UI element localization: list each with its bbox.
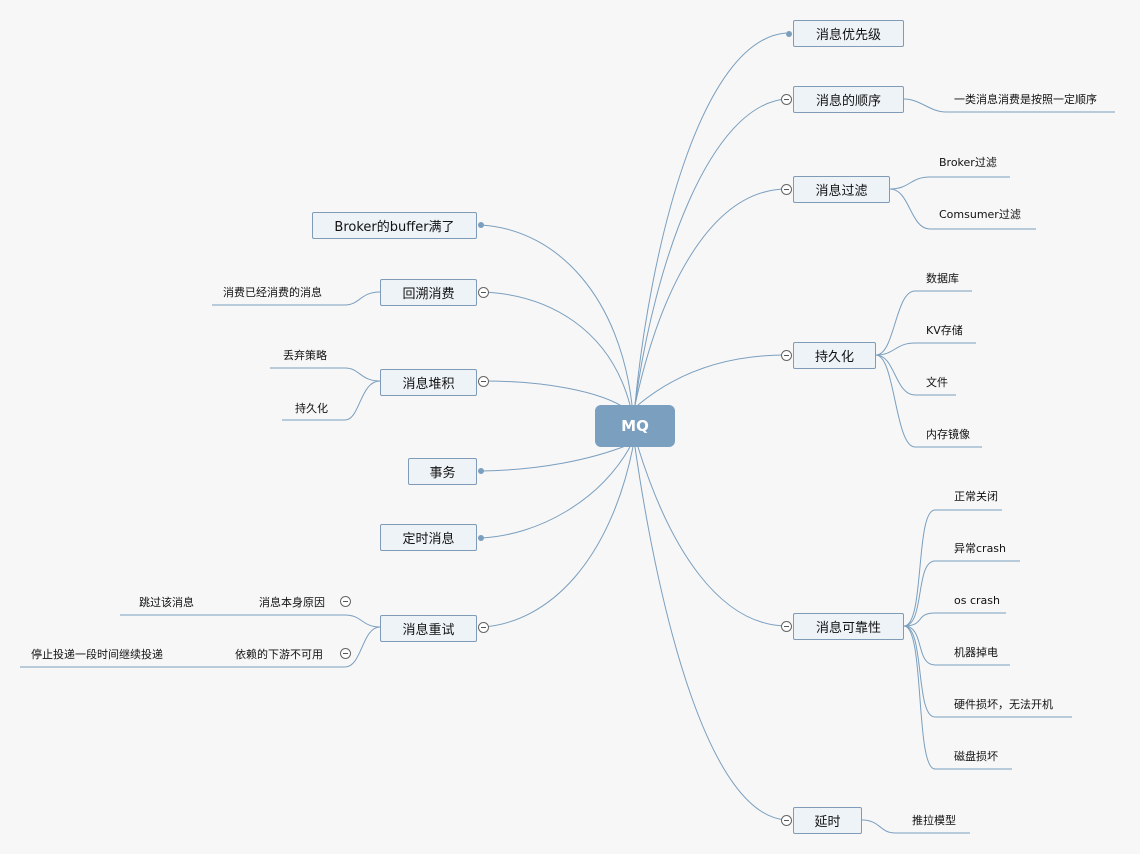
connector-line [903,612,1006,627]
connector-line [482,380,629,411]
sub-database[interactable]: 数据库 [926,272,959,285]
collapse-icon[interactable] [478,287,489,298]
topic-transaction[interactable]: 事务 [408,458,477,485]
expand-dot-icon[interactable] [478,468,484,474]
connector-line [634,32,787,406]
collapse-icon[interactable] [781,94,792,105]
collapse-icon[interactable] [781,621,792,632]
sub-abnormal-crash[interactable]: 异常crash [954,542,1007,555]
sub-downstream-unavailable[interactable]: 依赖的下游不可用 [235,648,323,661]
collapse-icon[interactable] [478,622,489,633]
connector-line [903,509,1002,627]
connector-line [480,446,631,539]
sub-kv-storage[interactable]: KV存储 [926,324,963,337]
sub-normal-shutdown[interactable]: 正常关闭 [954,490,998,503]
connector-line [212,291,381,306]
topic-scheduled-message[interactable]: 定时消息 [380,524,477,551]
collapse-icon[interactable] [478,376,489,387]
sub-backlog-persistence[interactable]: 持久化 [295,402,328,415]
connector-line [875,290,972,356]
expand-dot-icon[interactable] [786,31,792,37]
sub-reconsume[interactable]: 消费已经消费的消息 [223,286,322,299]
sub-memory-image[interactable]: 内存镜像 [926,428,970,441]
connector-line [903,98,1115,113]
sub-push-pull-model[interactable]: 推拉模型 [912,814,956,827]
sub-broker-filter[interactable]: Broker过滤 [939,156,997,169]
sub-disk-failure[interactable]: 磁盘损坏 [954,750,998,763]
topic-message-backlog[interactable]: 消息堆积 [380,369,477,396]
root-node-mq[interactable]: MQ [595,405,675,447]
connector-line [637,354,787,406]
connector-line [889,176,1010,190]
sub-order-desc[interactable]: 一类消息消费是按照一定顺序 [954,93,1097,106]
connector-line [282,380,381,421]
connector-line [903,625,1072,718]
connector-line [634,446,787,821]
collapse-icon[interactable] [781,350,792,361]
topic-delay[interactable]: 延时 [793,807,862,834]
sub-message-self-reason[interactable]: 消息本身原因 [259,596,325,609]
topic-broker-buffer-full[interactable]: Broker的buffer满了 [312,212,477,239]
collapse-icon[interactable] [781,184,792,195]
connector-line [875,354,982,448]
topic-message-retry[interactable]: 消息重试 [380,615,477,642]
connector-line [637,446,787,627]
sub-hardware-failure[interactable]: 硬件损坏，无法开机 [954,698,1053,711]
collapse-icon[interactable] [340,596,351,607]
topic-backtrack-consume[interactable]: 回溯消费 [380,279,477,306]
connector-line [120,614,381,628]
connector-line [480,444,629,472]
connector-line [480,224,633,406]
expand-dot-icon[interactable] [478,222,484,228]
topic-message-filter[interactable]: 消息过滤 [793,176,890,203]
topic-message-order[interactable]: 消息的顺序 [793,86,904,113]
connector-line [903,625,1012,770]
connector-line [903,560,1020,627]
connector-line [482,291,631,406]
collapse-icon[interactable] [340,648,351,659]
connector-line [875,354,956,396]
sub-os-crash[interactable]: os crash [954,594,1000,607]
connector-line [861,819,970,834]
connector-line [875,342,976,356]
topic-message-priority[interactable]: 消息优先级 [793,20,904,47]
sub-file[interactable]: 文件 [926,376,948,389]
sub-skip-message[interactable]: 跳过该消息 [139,596,194,609]
sub-discard-policy[interactable]: 丢弃策略 [283,349,327,362]
connector-line [270,367,381,382]
topic-message-reliability[interactable]: 消息可靠性 [793,613,904,640]
connector-line [903,625,1010,666]
sub-power-loss[interactable]: 机器掉电 [954,646,998,659]
topic-persistence[interactable]: 持久化 [793,342,876,369]
sub-consumer-filter[interactable]: Comsumer过滤 [939,208,1021,221]
collapse-icon[interactable] [781,815,792,826]
sub-pause-and-resume[interactable]: 停止投递一段时间继续投递 [31,648,163,661]
expand-dot-icon[interactable] [478,535,484,541]
connector-line [634,98,787,406]
connector-line [634,188,787,406]
connector-line [889,188,1036,230]
connector-line [482,446,634,628]
connector-line [20,626,381,668]
